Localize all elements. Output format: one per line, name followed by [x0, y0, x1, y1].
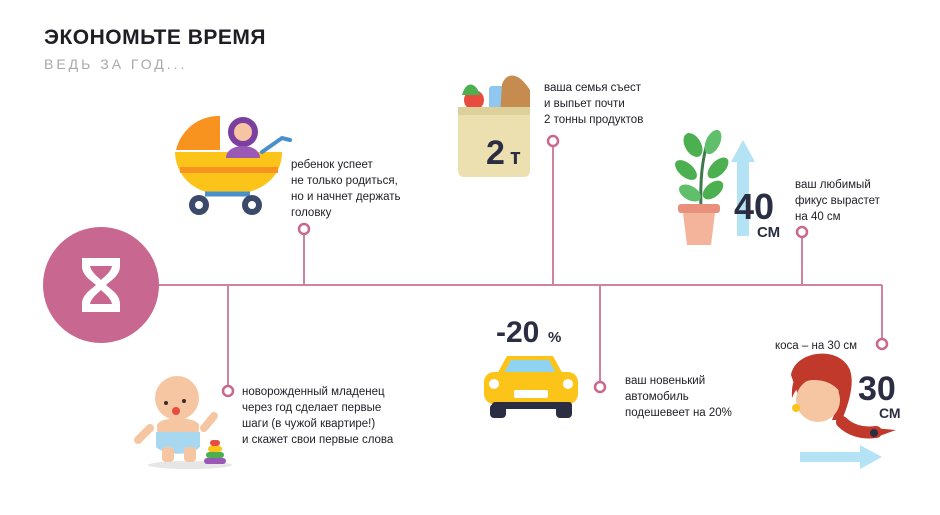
marker-car: [593, 380, 607, 394]
caption-car: ваш новенький автомобиль подешевеет на 2…: [625, 375, 732, 419]
braid-icon: [791, 353, 896, 439]
groceries-badge-unit: т: [510, 144, 521, 169]
hourglass-icon: [43, 227, 159, 343]
marker-baby: [221, 384, 235, 398]
caption-groceries: ваша семья съест и выпьет почти 2 тонны …: [544, 82, 644, 126]
toy-pyramid-icon: [204, 440, 226, 464]
caption-braid: коса – на 30 см: [775, 340, 858, 352]
car-badge-number: -20: [496, 316, 539, 349]
ficus-badge-unit: СМ: [757, 224, 780, 241]
braid-growth-arrow: [800, 445, 882, 469]
marker-stroller: [297, 222, 311, 236]
stroller-icon: [175, 115, 292, 215]
page-subtitle: ВЕДЬ ЗА ГОД...: [44, 56, 188, 72]
ficus-growth-arrow: [731, 140, 755, 236]
groceries-badge-number: 2: [486, 134, 505, 172]
marker-ficus: [795, 225, 809, 239]
grocery-bag-icon: [458, 75, 530, 177]
timeline: [155, 141, 883, 391]
car-badge-unit: %: [548, 329, 561, 346]
marker-braid: [875, 337, 889, 351]
timeline-markers: [221, 134, 889, 398]
marker-groceries: [546, 134, 560, 148]
caption-ficus: ваш любимый фикус вырастет на 40 см: [795, 179, 880, 223]
ficus-badge-number: 40: [734, 186, 774, 227]
caption-stroller: ребенок успеет не только родиться, но и …: [291, 159, 401, 219]
car-icon: [484, 356, 578, 418]
braid-badge-number: 30: [858, 370, 896, 408]
ficus-icon: [675, 129, 729, 245]
page-title: ЭКОНОМЬТЕ ВРЕМЯ: [44, 26, 266, 49]
caption-baby: новорожденный младенец через год сделает…: [242, 386, 394, 446]
braid-badge-unit: СМ: [879, 405, 901, 421]
